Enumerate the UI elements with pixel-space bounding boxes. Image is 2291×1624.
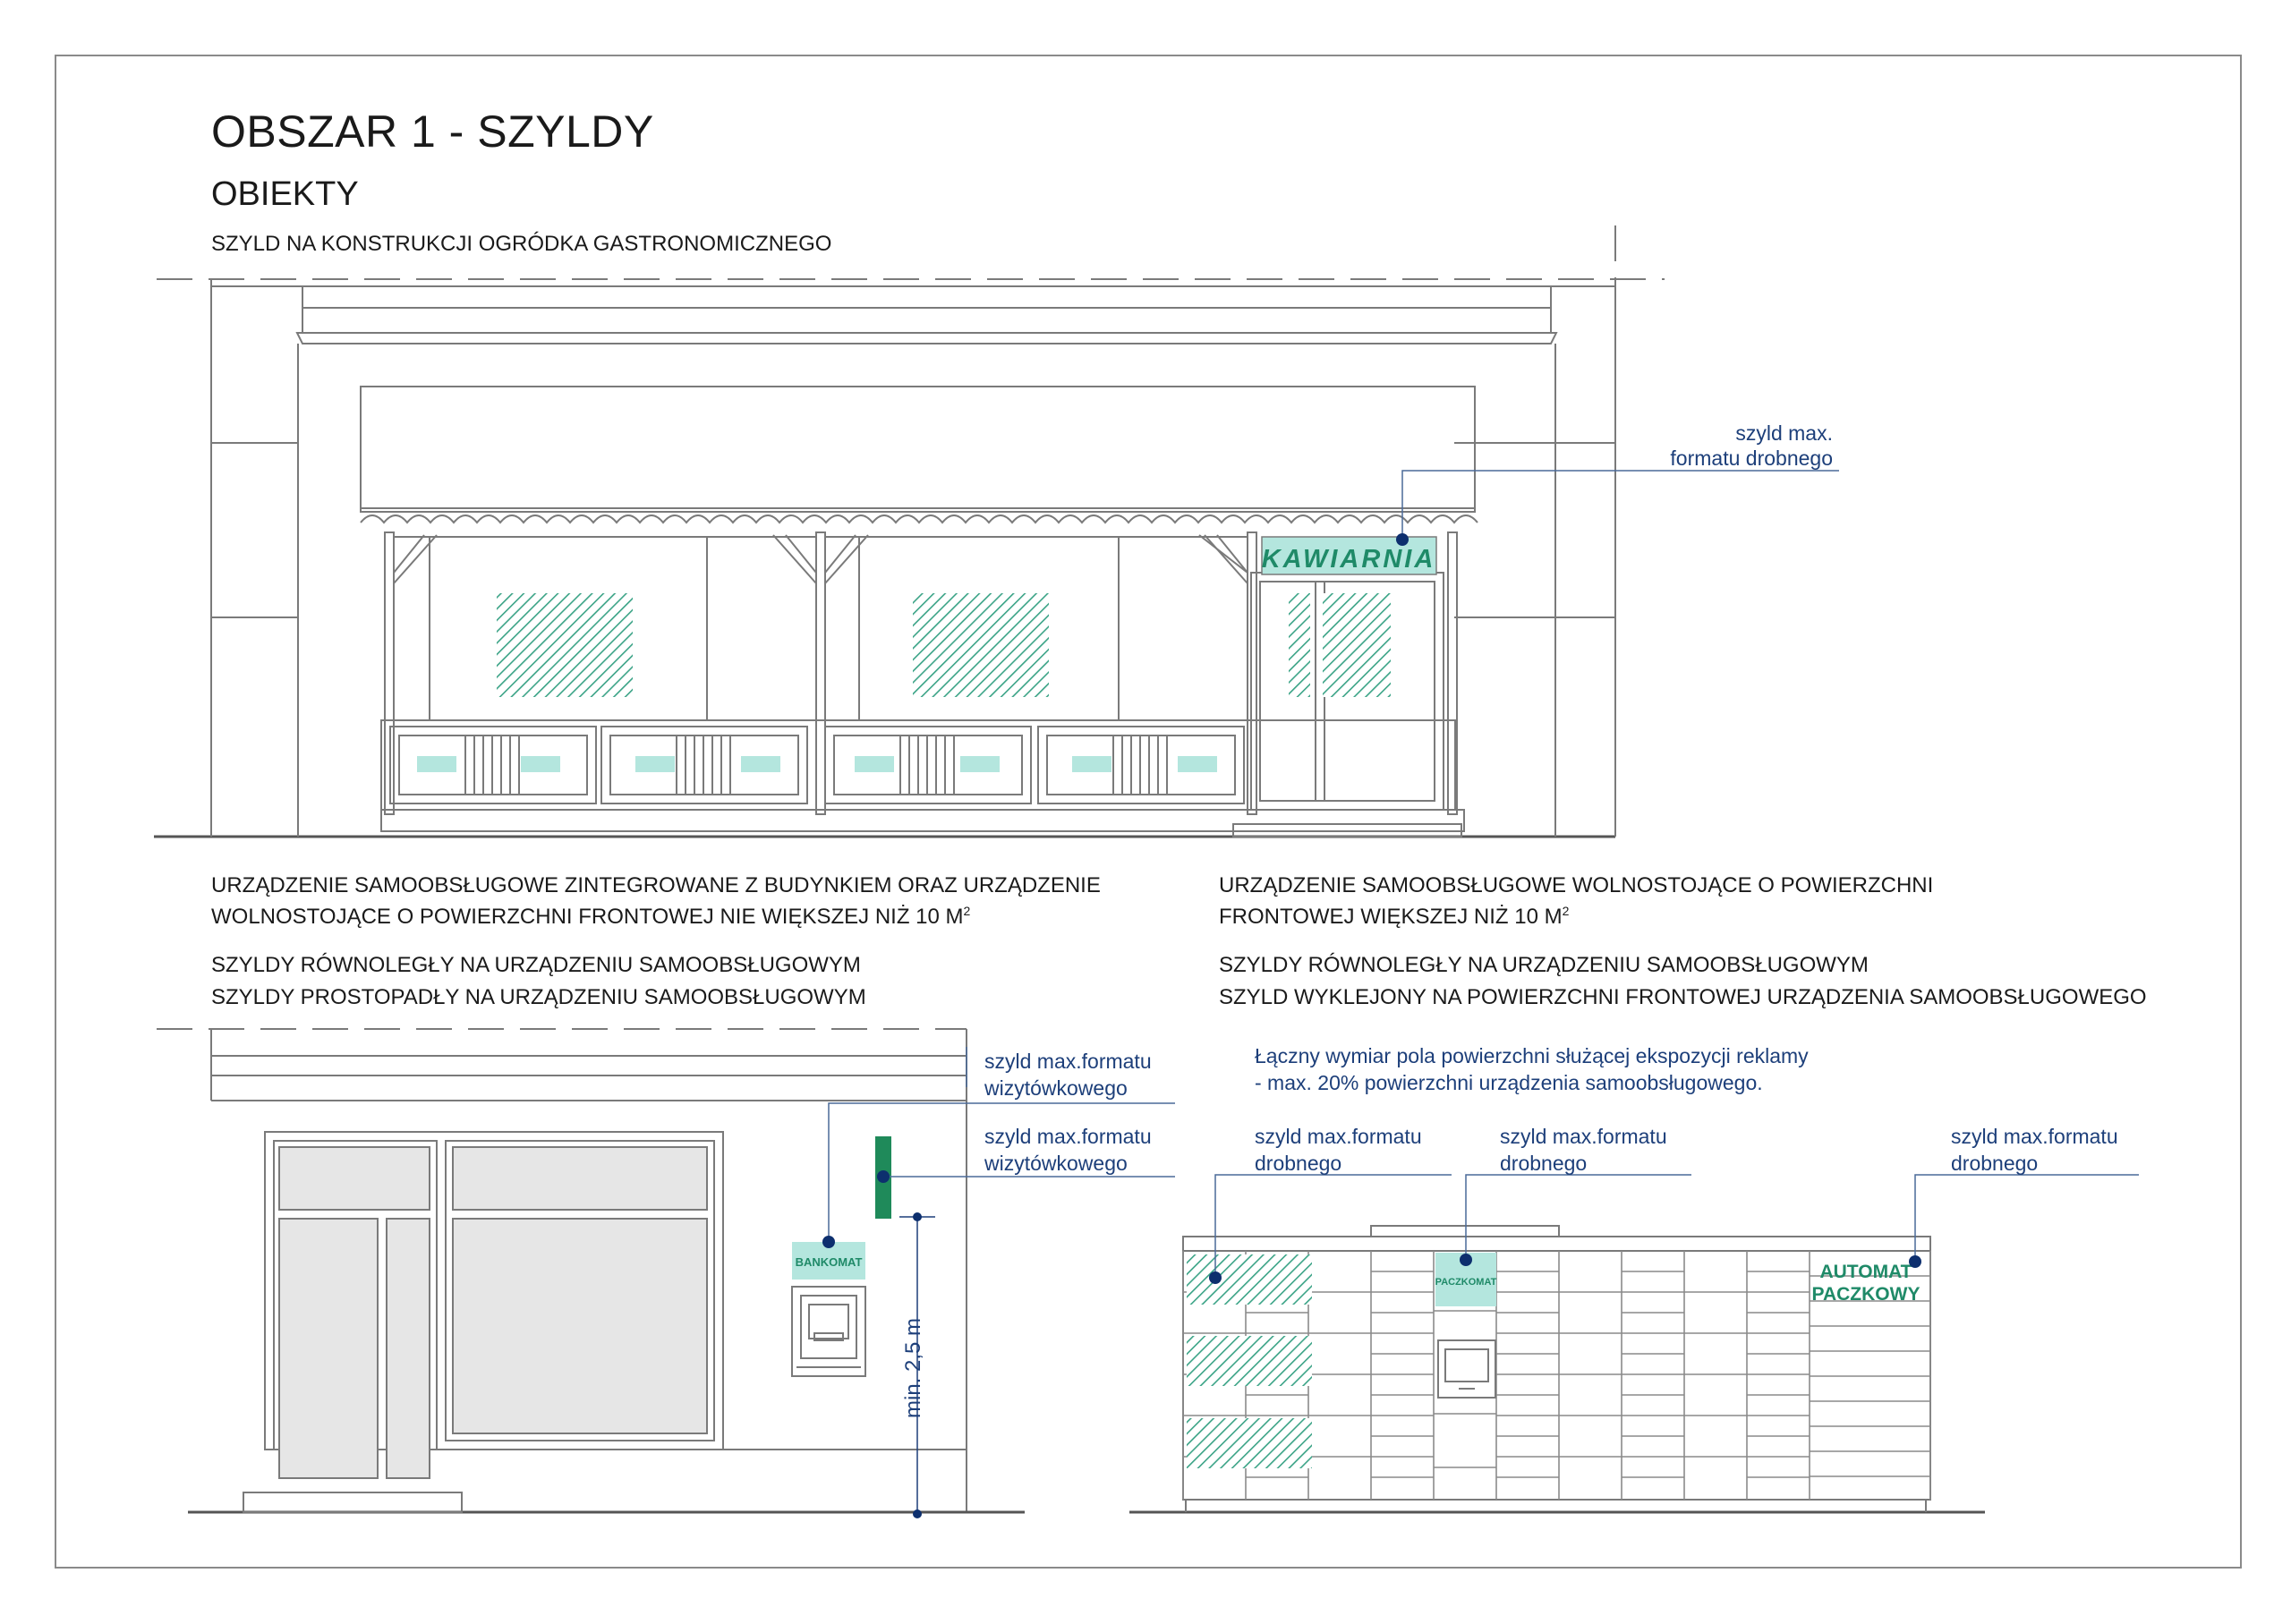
automat-sign-line1: AUTOMAT [1819,1262,1912,1282]
info-right-line2: - max. 20% powierzchni urządzenia samoob… [1255,1071,1763,1094]
note-right-3-line2: drobnego [1951,1152,2039,1175]
dimension-label: min. 2,5 m [901,1318,925,1418]
sub-left-line2: SZYLDY PROSTOPADŁY NA URZĄDZENIU SAMOOBS… [211,985,866,1009]
note-left-1-line2: wizytówkowego [984,1076,1128,1100]
kawiarnia-sign-text: KAWIARNIA [1262,545,1436,574]
caption-right-line1: URZĄDZENIE SAMOOBSŁUGOWE WOLNOSTOJĄCE O … [1219,873,1934,897]
marker-dot-perpendicular [877,1170,890,1183]
railing-signs [417,756,1217,772]
caption-left-line2: WOLNOSTOJĄCE O POWIERZCHNI FRONTOWEJ NIE… [211,904,971,929]
caption-right-line2: FRONTOWEJ WIĘKSZEJ NIŻ 10 M2 [1219,904,1570,929]
locker-terminal [1437,1339,1496,1399]
sheet-border [55,55,2242,1569]
dimension-dot-top [913,1212,922,1221]
note-right-2-line1: szyld max.formatu [1500,1125,1667,1148]
marker-dot-locker-right [1909,1255,1921,1268]
note-right-1-line2: drobnego [1255,1152,1342,1175]
marker-dot-top [1396,533,1409,546]
leaders-left [828,1047,1175,1242]
marker-dot-locker-center [1460,1254,1472,1266]
leaders-right [1214,1174,2139,1278]
sub-right-line1: SZYLDY RÓWNOLEGŁY NA URZĄDZENIU SAMOOBSŁ… [1219,953,1869,977]
note-top-line2: formatu drobnego [1670,446,1833,470]
marker-dot-locker-left [1209,1271,1222,1284]
leader-top [1401,470,1839,540]
locker-ad-field-2 [1187,1336,1312,1386]
caption-left-line1: URZĄDZENIE SAMOOBSŁUGOWE ZINTEGROWANE Z … [211,873,1101,897]
page-subtitle: OBIEKTY [211,175,359,213]
note-left-1-line1: szyld max.formatu [984,1050,1152,1073]
atm-facade-elevation [157,1028,1025,1514]
note-right-3-line1: szyld max.formatu [1951,1125,2118,1148]
locker-ad-field-3 [1187,1418,1312,1468]
note-right-2-line2: drobnego [1500,1152,1588,1175]
hatched-window-1 [497,593,633,697]
sub-left-line1: SZYLDY RÓWNOLEGŁY NA URZĄDZENIU SAMOOBSŁ… [211,953,861,977]
note-left-2-line1: szyld max.formatu [984,1125,1152,1148]
note-left-2-line2: wizytówkowego [984,1152,1128,1175]
hatched-window-2 [913,593,1049,697]
page-title: OBSZAR 1 - SZYLDY [211,106,654,157]
bankomat-sign-text: BANKOMAT [796,1255,863,1269]
marker-dot-bankomat [822,1236,835,1248]
info-right-line1: Łączny wymiar pola powierzchni służącej … [1255,1044,1809,1067]
hatched-door-right [1323,593,1391,697]
sub-right-line2: SZYLD WYKLEJONY NA POWIERZCHNI FRONTOWEJ… [1219,985,2147,1009]
dimension-dot-bottom [913,1509,922,1518]
railing-panels [389,726,1245,804]
hatched-door-left [1289,593,1310,697]
locker-ad-field-1 [1187,1254,1312,1305]
garden-structure-elevation [154,225,1665,838]
automat-sign-line2: PACZKOWY [1812,1284,1921,1305]
paczkomat-sign-text: PACZKOMAT [1435,1277,1497,1288]
caption-top: SZYLD NA KONSTRUKCJI OGRÓDKA GASTRONOMIC… [211,232,832,256]
note-top-line1: szyld max. [1735,421,1833,445]
note-right-1-line1: szyld max.formatu [1255,1125,1422,1148]
